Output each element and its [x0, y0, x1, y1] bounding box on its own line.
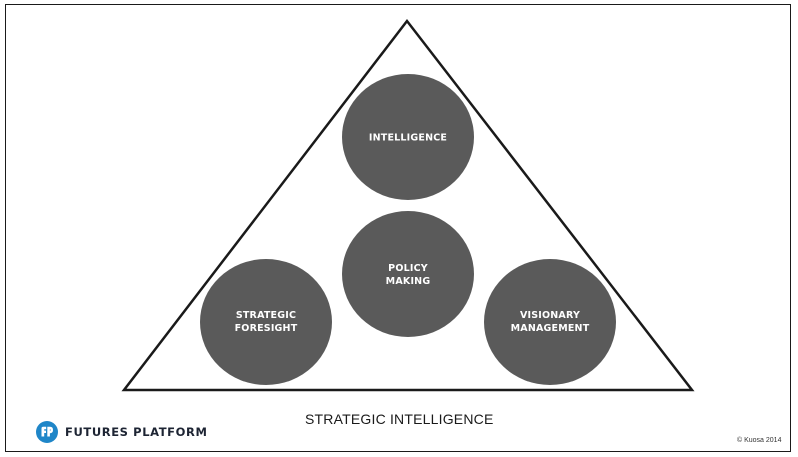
circle-strategic-foresight-shape [200, 259, 332, 385]
diagram-caption: STRATEGIC INTELLIGENCE [305, 411, 494, 427]
circle-visionary-management: VISIONARY MANAGEMENT [484, 259, 616, 385]
circle-intelligence-label: INTELLIGENCE [369, 133, 447, 144]
circle-strategic-foresight: STRATEGIC FORESIGHT [200, 259, 332, 385]
circle-visionary-management-shape [484, 259, 616, 385]
circle-strategic-foresight-label-line1: STRATEGIC [236, 310, 296, 321]
circle-strategic-foresight-label-line2: FORESIGHT [235, 323, 298, 334]
circle-policy-making: POLICY MAKING [342, 211, 474, 337]
circle-intelligence-shape [342, 74, 474, 200]
circle-visionary-management-label-line2: MANAGEMENT [511, 323, 590, 334]
circle-policy-making-shape [342, 211, 474, 337]
copyright-notice: © Kuosa 2014 [737, 437, 782, 444]
circle-policy-making-label-line1: POLICY [388, 263, 428, 274]
brand-logo: FUTURES PLATFORM [36, 421, 208, 443]
triangle-outline [121, 18, 695, 392]
circle-visionary-management-label-line1: VISIONARY [520, 310, 580, 321]
circle-policy-making-label-line2: MAKING [386, 276, 431, 287]
circle-intelligence: INTELLIGENCE [342, 74, 474, 200]
brand-name: FUTURES PLATFORM [65, 425, 208, 439]
futures-platform-logo-icon [36, 421, 58, 443]
